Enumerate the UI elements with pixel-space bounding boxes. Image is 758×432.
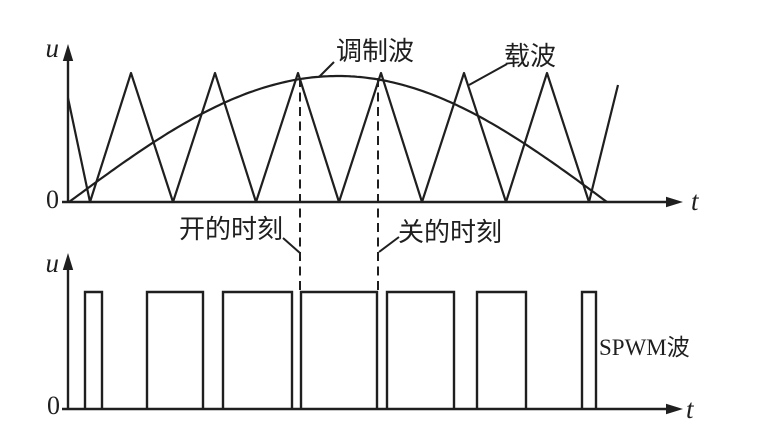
carrier-label-leader [468,63,508,86]
carrier-wave-label: 载波 [504,42,556,71]
bottom-x-axis-arrow-icon [666,403,683,415]
turn-off-label-leader [378,236,400,253]
spwm-pulse [221,290,294,409]
spwm-pulse [580,290,598,409]
spwm-pulse [299,290,379,409]
label-leader-lines [282,61,508,254]
modulation-wave [68,74,608,203]
modulation-wave-label: 调制波 [336,37,414,66]
carrier-wave [66,71,620,204]
spwm-pulse-train [83,290,598,409]
top-origin-label: 0 [46,185,59,214]
turn-on-label-leader [282,237,301,254]
bottom-y-axis-arrow-icon [62,253,74,270]
spwm-wave-label: SPWM波 [599,335,690,360]
turn-on-time-label: 开的时刻 [179,215,283,244]
switching-marker-lines [299,78,379,290]
top-t-axis-label: t [691,186,700,216]
switching-annotations: 开的时刻 关的时刻 [179,61,508,254]
top-x-axis-arrow-icon [666,196,683,208]
bottom-panel: u 0 t SPWM波 [46,248,696,424]
turn-off-time-label: 关的时刻 [398,218,502,247]
top-y-axis-arrow-icon [62,44,74,61]
top-panel: u 0 t 调制波 载波 [46,33,700,290]
top-waveforms [66,71,620,204]
bottom-origin-label: 0 [47,391,60,420]
spwm-pulse [475,290,528,409]
bottom-t-axis-label: t [686,394,695,424]
spwm-pulse [83,290,104,409]
top-u-axis-label: u [46,33,60,63]
spwm-pulse [385,290,456,409]
bottom-u-axis-label: u [46,248,60,278]
spwm-pulse [145,290,205,409]
modulation-label-leader [318,61,335,78]
